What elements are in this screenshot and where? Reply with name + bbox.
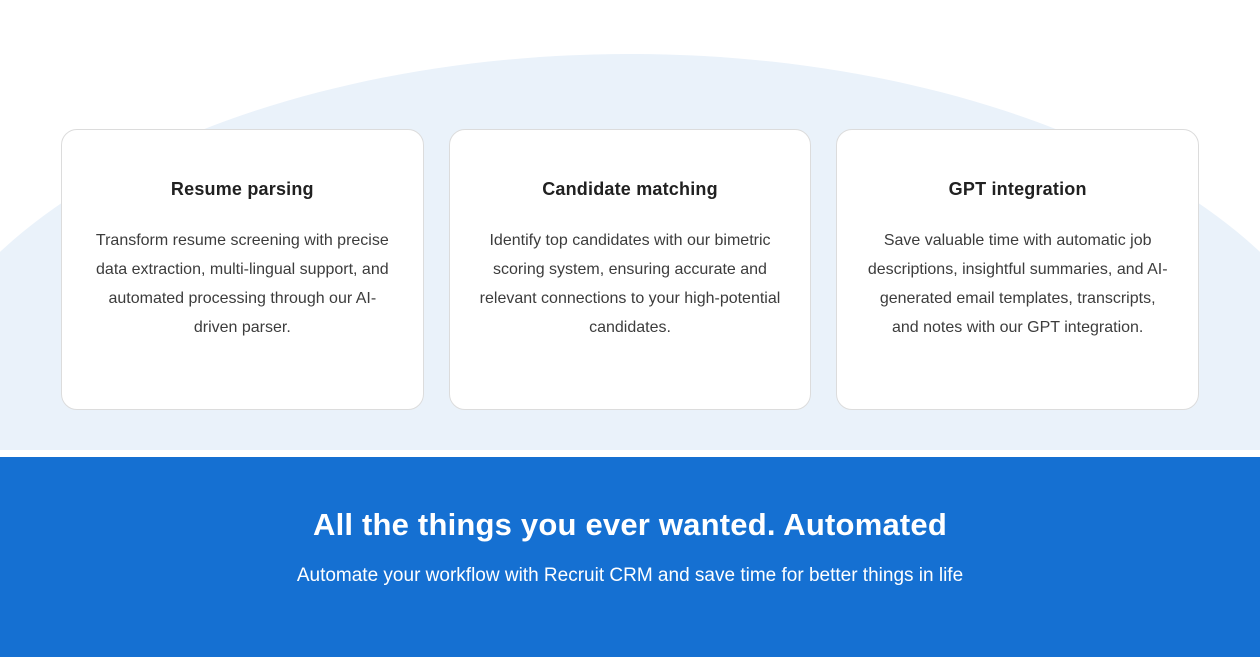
card-title: GPT integration bbox=[948, 179, 1087, 199]
feature-cards-row: Resume parsing Transform resume screenin… bbox=[61, 129, 1200, 410]
card-description: Identify top candidates with our bimetri… bbox=[479, 232, 781, 336]
banner-title: All the things you ever wanted. Automate… bbox=[312, 507, 947, 542]
card-description: Save valuable time with automatic job de… bbox=[867, 232, 1168, 336]
cta-banner: All the things you ever wanted. Automate… bbox=[0, 457, 1260, 657]
card-title: Resume parsing bbox=[170, 179, 314, 199]
card-description: Transform resume screening with precise … bbox=[95, 232, 389, 336]
feature-card-resume-parsing: Resume parsing Transform resume screenin… bbox=[61, 129, 424, 410]
features-section: Resume parsing Transform resume screenin… bbox=[0, 54, 1260, 450]
section-gap bbox=[0, 450, 1260, 457]
card-title: Candidate matching bbox=[542, 179, 718, 199]
feature-card-candidate-matching: Candidate matching Identify top candidat… bbox=[448, 129, 812, 410]
feature-card-gpt-integration: GPT integration Save valuable time with … bbox=[836, 129, 1200, 410]
banner-subtitle: Automate your workflow with Recruit CRM … bbox=[296, 565, 964, 586]
